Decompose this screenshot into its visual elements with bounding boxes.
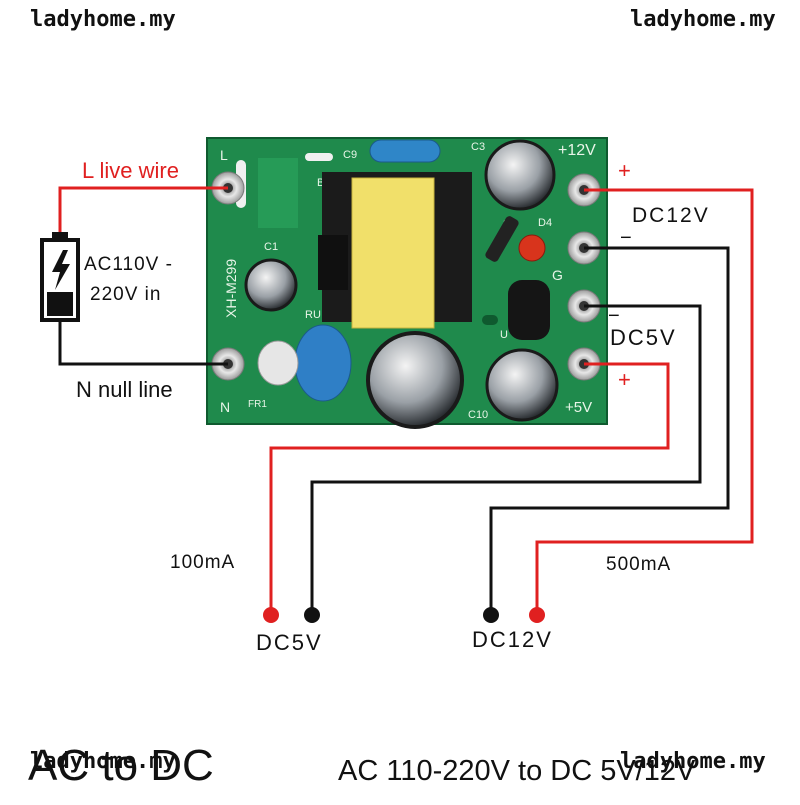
battery-cap bbox=[52, 232, 68, 240]
c9-capacitor bbox=[369, 139, 441, 163]
label-l-live-wire: L live wire bbox=[82, 158, 179, 183]
caption-voltage-range: AC 110-220V to DC 5V/12V bbox=[338, 755, 696, 787]
silk-C3: C3 bbox=[471, 141, 485, 153]
pcb-trace bbox=[482, 315, 498, 325]
wire-live-red bbox=[58, 186, 228, 238]
main-capacitor bbox=[366, 331, 464, 429]
fuse-resistor bbox=[257, 340, 299, 386]
silk-C10: C10 bbox=[468, 409, 488, 421]
watermark-bottom-right: ladyhome.my bbox=[620, 749, 766, 774]
silk-FR1: FR1 bbox=[248, 399, 267, 410]
label-minus-12v: − bbox=[620, 227, 632, 249]
silk-G: G bbox=[552, 267, 563, 283]
silk-C1: C1 bbox=[264, 241, 278, 253]
silk-D4: D4 bbox=[538, 217, 552, 229]
label-plus-5v: + bbox=[618, 367, 631, 392]
label-dc5v-output: DC5V bbox=[610, 325, 677, 350]
pcb-board: L N +12V +5V G C9 C3 B1 C1 D3 D4 FR1 RU … bbox=[206, 137, 608, 429]
silk-U: U bbox=[500, 329, 508, 341]
c3-capacitor bbox=[484, 139, 556, 211]
label-minus-5v: − bbox=[608, 305, 620, 327]
diode bbox=[485, 216, 519, 262]
pcb-copper-area bbox=[258, 158, 298, 228]
y-capacitor bbox=[294, 324, 352, 402]
silk-C9: C9 bbox=[343, 149, 357, 161]
terminal-dc12v-positive bbox=[529, 607, 545, 623]
lightning-icon bbox=[52, 250, 70, 290]
watermark-top-left: ladyhome.my bbox=[30, 7, 176, 32]
battery-fill bbox=[47, 292, 73, 316]
label-n-null-line: N null line bbox=[76, 377, 173, 402]
silk-RU: RU bbox=[305, 309, 321, 321]
wire-plus5v-red bbox=[269, 362, 670, 615]
terminal-dc12v-negative bbox=[483, 607, 499, 623]
wires bbox=[58, 186, 754, 615]
label-out-dc5v: DC5V bbox=[256, 630, 323, 655]
watermark-top-right: ladyhome.my bbox=[630, 7, 776, 32]
transformer-bobbin bbox=[351, 177, 435, 329]
label-dc12v-output: DC12V bbox=[632, 204, 710, 227]
led-indicator bbox=[518, 234, 546, 262]
label-plus-12v: + bbox=[618, 158, 631, 183]
caption-ac-to-dc: AC to DC bbox=[28, 741, 214, 790]
pcb-slot bbox=[305, 153, 333, 161]
wire-plus12v-red bbox=[535, 188, 754, 615]
watermark-bottom-left: ladyhome.my bbox=[30, 749, 176, 774]
terminal-dc5v-positive bbox=[263, 607, 279, 623]
silk-L: L bbox=[220, 147, 228, 163]
silk-plus5v: +5V bbox=[565, 399, 592, 416]
c1-capacitor bbox=[244, 258, 298, 312]
silk-plus12v: +12V bbox=[558, 142, 596, 159]
label-out-dc12v: DC12V bbox=[472, 627, 553, 652]
wire-gnd5v-black bbox=[310, 304, 702, 615]
label-current-5v: 100mA bbox=[170, 552, 235, 573]
silk-N: N bbox=[220, 399, 230, 415]
terminal-dc5v-negative bbox=[304, 607, 320, 623]
c10-capacitor bbox=[485, 348, 559, 422]
label-ac-input-line1: AC110V - bbox=[84, 254, 173, 275]
wire-null-black bbox=[58, 322, 228, 366]
wire-gnd12v-black bbox=[489, 246, 730, 615]
voltage-regulator bbox=[508, 280, 550, 340]
label-current-12v: 500mA bbox=[606, 554, 671, 575]
ac-source-symbol bbox=[40, 232, 80, 322]
silk-model: XH-M299 bbox=[223, 259, 239, 318]
label-ac-input-line2: 220V in bbox=[90, 284, 161, 305]
transformer-clamp bbox=[318, 235, 348, 290]
